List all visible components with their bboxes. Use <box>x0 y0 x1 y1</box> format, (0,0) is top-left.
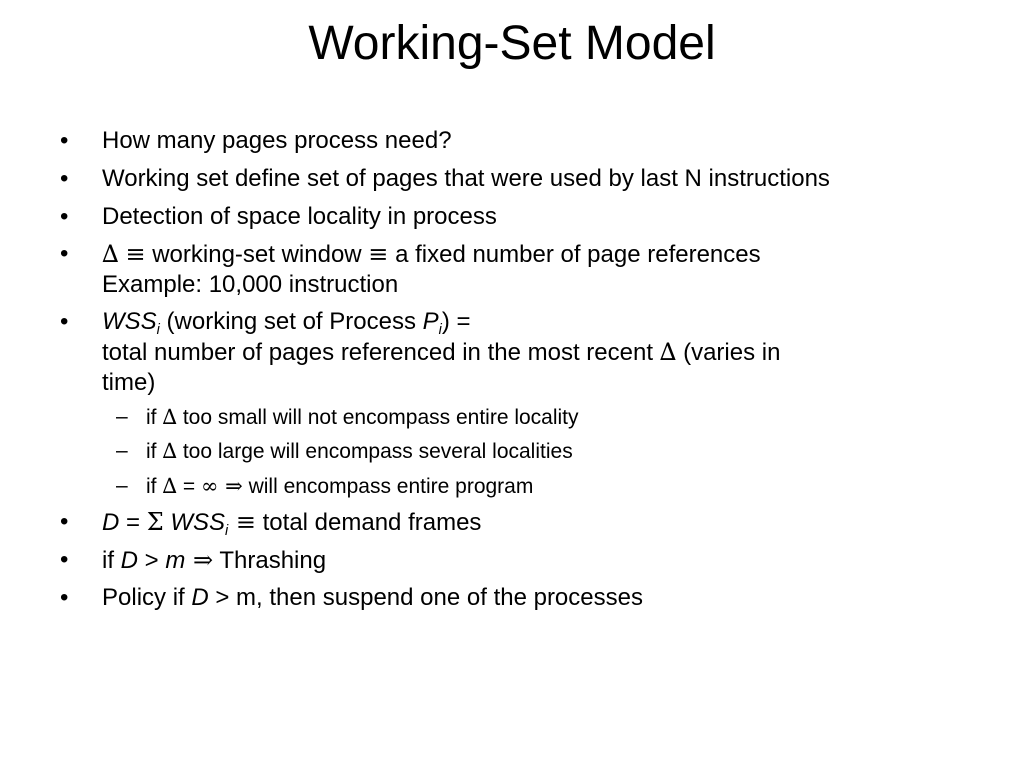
bullet-text: time) <box>102 369 156 396</box>
dash-marker: – <box>116 405 128 428</box>
bullet-text: Thrashing <box>213 547 327 574</box>
dash-marker: – <box>116 439 128 462</box>
bullet-text: How many pages process need? <box>102 127 452 154</box>
delta-symbol: ∆ <box>102 240 119 268</box>
example-text: Example: 10,000 instruction <box>102 271 399 298</box>
bullet-text: total number of pages referenced in the … <box>102 339 660 366</box>
bullet-detection-locality: • Detection of space locality in process <box>60 202 497 232</box>
bullet-text: a fixed number of page references <box>388 241 761 268</box>
bullet-delta-window: • ∆ ≡ working-set window ≡ a fixed numbe… <box>60 239 761 300</box>
bullet-marker: • <box>60 546 69 573</box>
delta-symbol: ∆ <box>162 439 178 463</box>
bullet-text: > m, then suspend one of the processes <box>208 584 643 611</box>
bullet-thrashing: • if D > m ⇒ Thrashing <box>60 545 327 576</box>
bullet-text: ) = <box>441 308 471 335</box>
bullet-marker: • <box>60 508 69 535</box>
dash-marker: – <box>116 474 128 497</box>
bullet-text: (varies in <box>676 339 781 366</box>
sub-text: if <box>146 406 163 429</box>
wss-label: WSS <box>163 509 226 536</box>
delta-symbol: ∆ <box>162 474 178 498</box>
bullet-text: if <box>102 547 121 574</box>
bullet-how-many-pages: • How many pages process need? <box>60 126 452 156</box>
infinity-symbol: ∞ <box>200 474 219 498</box>
subscript-i: i <box>438 322 442 339</box>
sigma-symbol: Σ <box>146 508 164 536</box>
sub-text: too large will encompass several localit… <box>177 440 573 463</box>
bullet-marker: • <box>60 240 69 267</box>
sub-text: too small will not encompass entire loca… <box>177 406 579 429</box>
bullet-marker: • <box>60 584 69 611</box>
slide-title: Working-Set Model <box>308 17 716 70</box>
bullet-marker: • <box>60 308 69 335</box>
bullet-marker: • <box>60 165 69 192</box>
subbullet-too-small: – if ∆ too small will not encompass enti… <box>116 402 579 433</box>
bullet-text: (working set of Process <box>159 308 423 335</box>
bullet-text: working-set window <box>145 241 369 268</box>
delta-symbol: ∆ <box>659 338 677 366</box>
bullet-working-set-define: • Working set define set of pages that w… <box>60 164 830 194</box>
bullet-total-demand: • D = Σ WSSi ≡ total demand frames <box>60 507 482 540</box>
bullet-wss-definition: • WSSi (working set of Process Pi) = tot… <box>60 307 781 398</box>
sub-text: if <box>146 475 163 498</box>
sub-text: = <box>177 475 201 498</box>
process-p: P <box>422 308 439 335</box>
bullet-text: Working set define set of pages that wer… <box>102 165 830 192</box>
equiv-symbol: ≡ <box>125 240 146 268</box>
bullet-marker: • <box>60 127 69 154</box>
d-variable: D <box>191 584 209 611</box>
sub-text: will encompass entire program <box>242 475 534 498</box>
d-variable: D <box>102 509 120 536</box>
subscript-i: i <box>156 322 160 339</box>
bullet-text: Detection of space locality in process <box>102 203 497 230</box>
subscript-i: i <box>225 523 229 540</box>
sub-text: if <box>146 440 163 463</box>
implies-symbol: ⇒ <box>185 546 214 574</box>
m-variable: m <box>165 547 186 574</box>
bullet-text: > <box>138 547 166 574</box>
delta-symbol: ∆ <box>162 405 178 429</box>
bullet-policy: • Policy if D > m, then suspend one of t… <box>60 583 643 613</box>
equiv-symbol: ≡ <box>228 508 256 536</box>
bullet-marker: • <box>60 203 69 230</box>
implies-symbol: ⇒ <box>218 474 243 498</box>
equiv-symbol: ≡ <box>368 240 389 268</box>
d-variable: D <box>120 547 139 574</box>
subbullet-infinite: – if ∆ = ∞ ⇒ will encompass entire progr… <box>116 471 534 502</box>
bullet-text: Policy if <box>102 584 192 611</box>
bullet-text: = <box>119 509 147 536</box>
bullet-text: total demand frames <box>255 509 482 536</box>
wss-label: WSS <box>102 308 157 335</box>
subbullet-too-large: – if ∆ too large will encompass several … <box>116 436 573 467</box>
